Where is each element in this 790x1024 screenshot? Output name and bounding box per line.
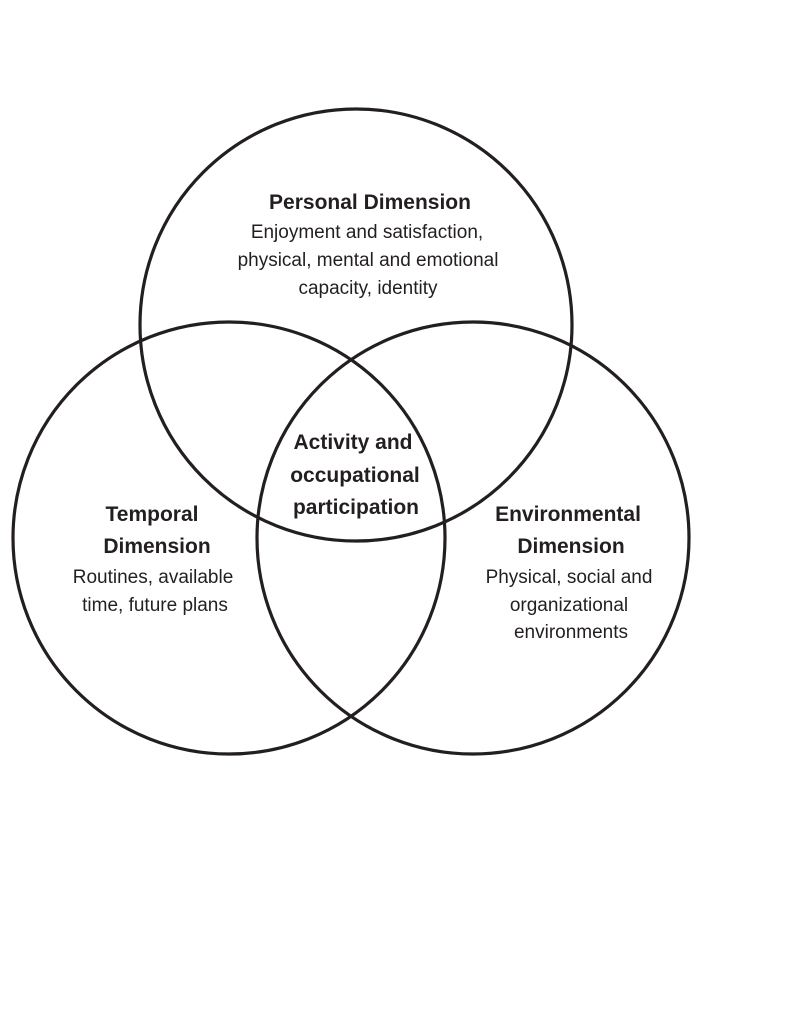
personal-dimension-desc-line-2: physical, mental and emotional (238, 250, 499, 271)
center-title-line-2: occupational (290, 464, 420, 487)
personal-dimension-desc-line-1: Enjoyment and satisfaction, (251, 222, 483, 243)
temporal-dimension-desc-line-1: Routines, available (73, 567, 234, 588)
temporal-dimension-circle (11, 320, 447, 756)
center-title-line-3: participation (293, 496, 419, 519)
temporal-dimension-desc-line-2: time, future plans (82, 595, 228, 616)
temporal-dimension-title-line-2: Dimension (103, 535, 210, 558)
temporal-dimension-title-line-1: Temporal (106, 503, 199, 526)
personal-dimension-desc-line-3: capacity, identity (298, 278, 438, 299)
personal-dimension-title: Personal Dimension (269, 191, 471, 214)
environmental-dimension-desc-line-1: Physical, social and (486, 567, 653, 588)
environmental-dimension-title-line-2: Dimension (517, 535, 624, 558)
environmental-dimension-desc-line-2: organizational (510, 595, 628, 616)
environmental-dimension-desc-line-3: environments (514, 622, 628, 643)
environmental-dimension-title-line-1: Environmental (495, 503, 641, 526)
personal-dimension-circle (138, 107, 574, 543)
environmental-dimension-circle (255, 320, 691, 756)
center-title-line-1: Activity and (293, 431, 412, 454)
